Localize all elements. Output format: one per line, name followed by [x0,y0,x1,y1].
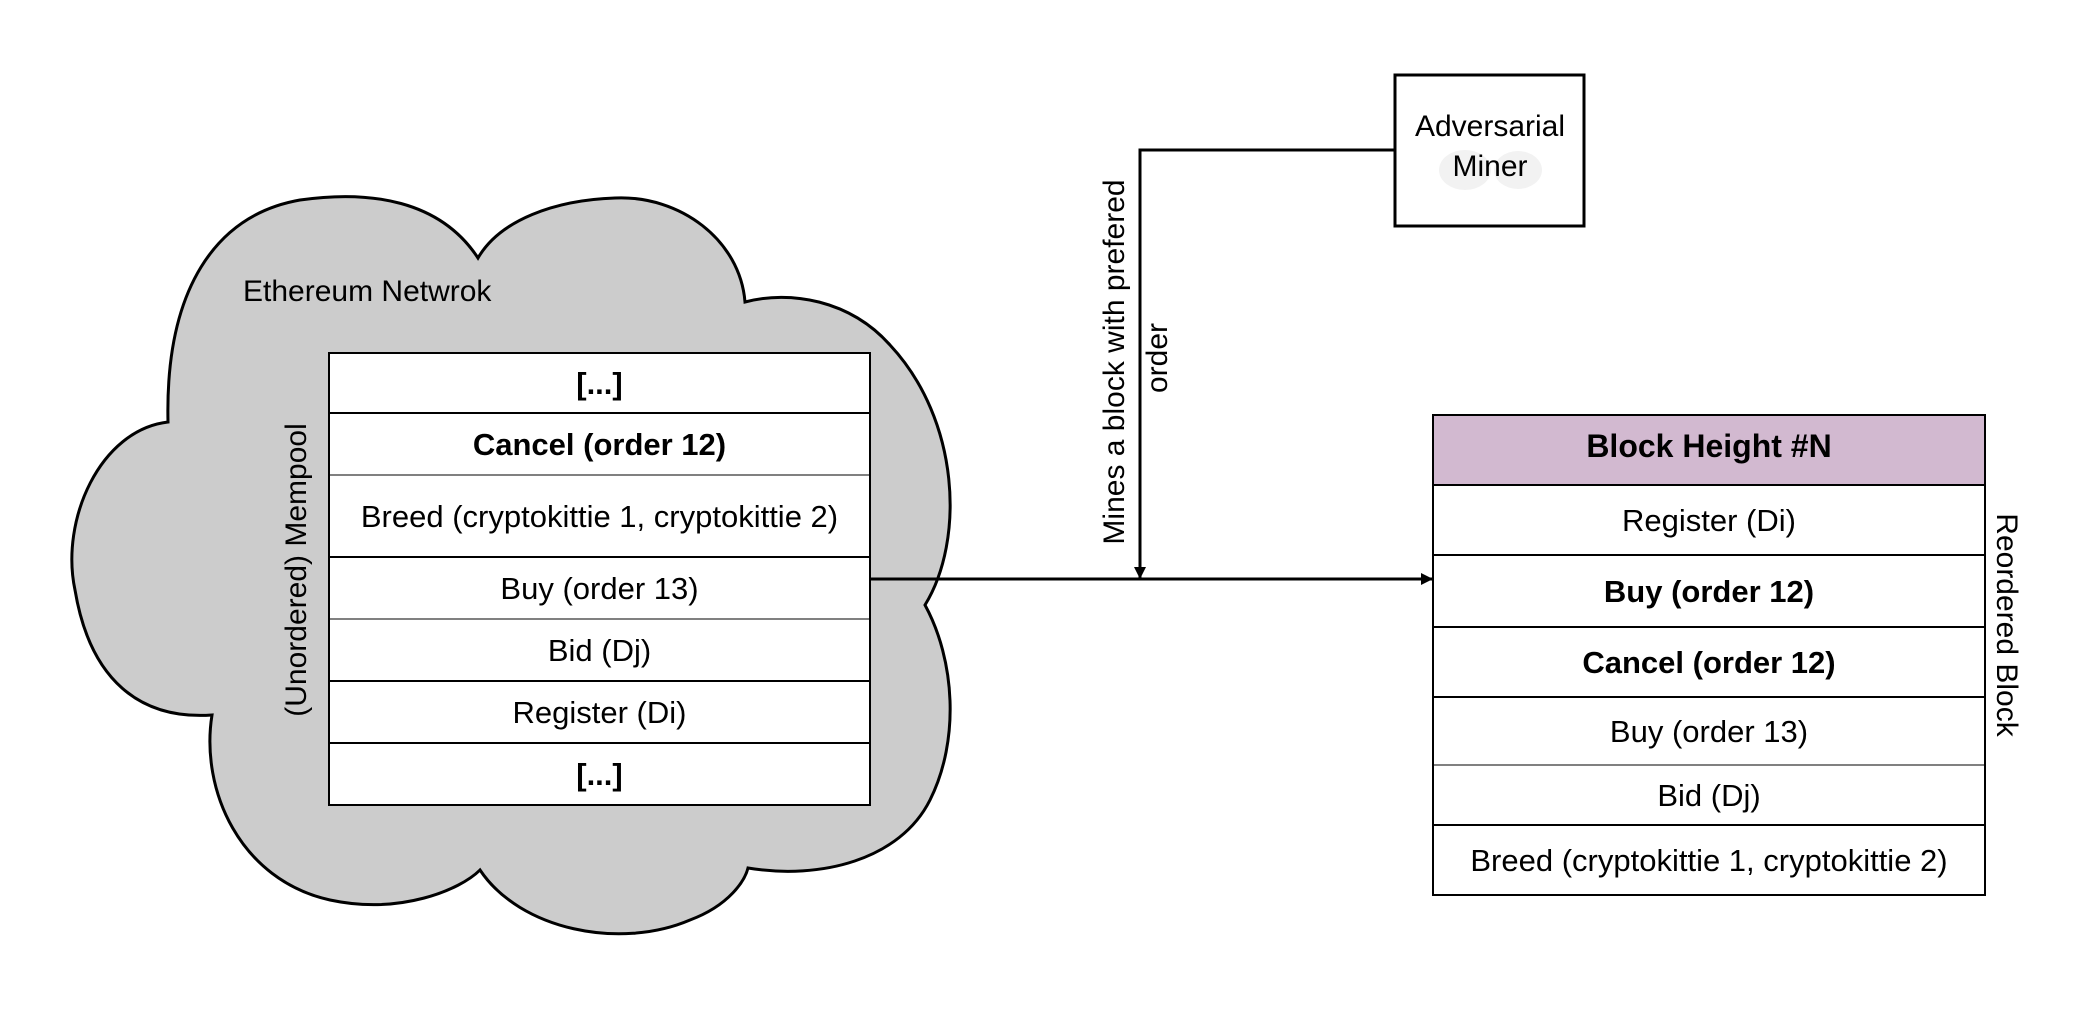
miner-label-line1: Adversarial [1415,110,1565,143]
miner-to-arrow-connector [1134,148,1395,579]
table-row: Breed (cryptokittie 1, cryptokittie 2) [361,499,838,534]
arrow-label-line2: order [1141,323,1174,393]
table-row: Buy (order 12) [1604,574,1814,609]
table-row: Buy (order 13) [500,571,698,606]
table-row: Cancel (order 12) [1582,645,1835,680]
block-header-title: Block Height #N [1586,428,1831,464]
network-label: Ethereum Netwrok [243,275,492,308]
block-header-bg [1433,415,1985,485]
table-row: Register (Di) [513,695,687,730]
mempool-table: [...] Cancel (order 12) Breed (cryptokitti… [280,352,871,806]
table-row: Bid (Dj) [548,633,651,668]
reordered-block: Block Height #N Register (Di) Buy (order … [1432,414,2023,896]
table-row: Bid (Dj) [1657,778,1760,813]
table-row: [...] [576,366,623,401]
miner-watermark-icon-2 [1494,151,1542,189]
block-box [1432,414,1986,896]
table-row: Cancel (order 12) [473,427,726,462]
table-row: Buy (order 13) [1610,714,1808,749]
arrow-label-line1: Mines a block with prefered [1098,179,1131,544]
block-side-label: Reordered Block [1990,513,2023,737]
table-row: Register (Di) [1622,503,1796,538]
mempool-box [328,352,871,806]
miner-watermark-icon [1439,150,1491,190]
table-row: [...] [576,757,623,792]
mempool-label: (Unordered) Mempool [280,423,313,716]
miner-label-line2: Miner [1452,150,1527,183]
table-row: Breed (cryptokittie 1, cryptokittie 2) [1470,843,1947,878]
adversarial-miner: Adversarial Miner [1393,73,1586,228]
